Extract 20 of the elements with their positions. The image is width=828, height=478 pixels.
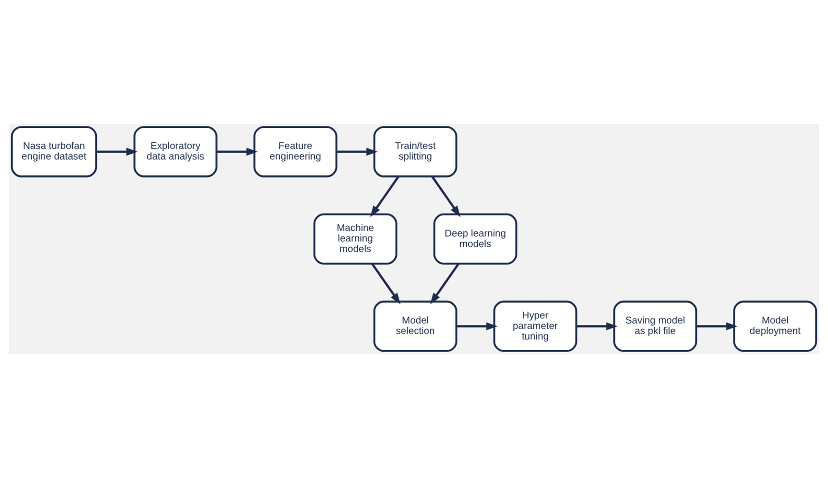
arrow	[336, 148, 378, 156]
node-box: Machine learning models	[313, 213, 398, 265]
node-box: Feature engineering	[253, 126, 338, 178]
node-box: Hyper parameter tuning	[493, 300, 578, 352]
arrow	[456, 322, 498, 330]
arrow	[370, 176, 400, 218]
arrow	[430, 263, 460, 304]
arrow	[431, 176, 461, 218]
node-box: Model deployment	[733, 300, 818, 352]
arrow	[696, 322, 738, 330]
arrow	[371, 263, 401, 304]
node-box: Model selection	[373, 300, 458, 352]
node-box: Nasa turbofan engine dataset	[10, 126, 98, 178]
node-box: Deep learning models	[433, 213, 518, 265]
node-box: Train/test splitting	[373, 126, 458, 178]
arrow	[576, 322, 618, 330]
node-box: Saving model as pkl file	[613, 300, 698, 352]
arrow	[216, 148, 258, 156]
arrow	[96, 148, 138, 156]
node-box: Exploratory data analysis	[134, 126, 218, 178]
